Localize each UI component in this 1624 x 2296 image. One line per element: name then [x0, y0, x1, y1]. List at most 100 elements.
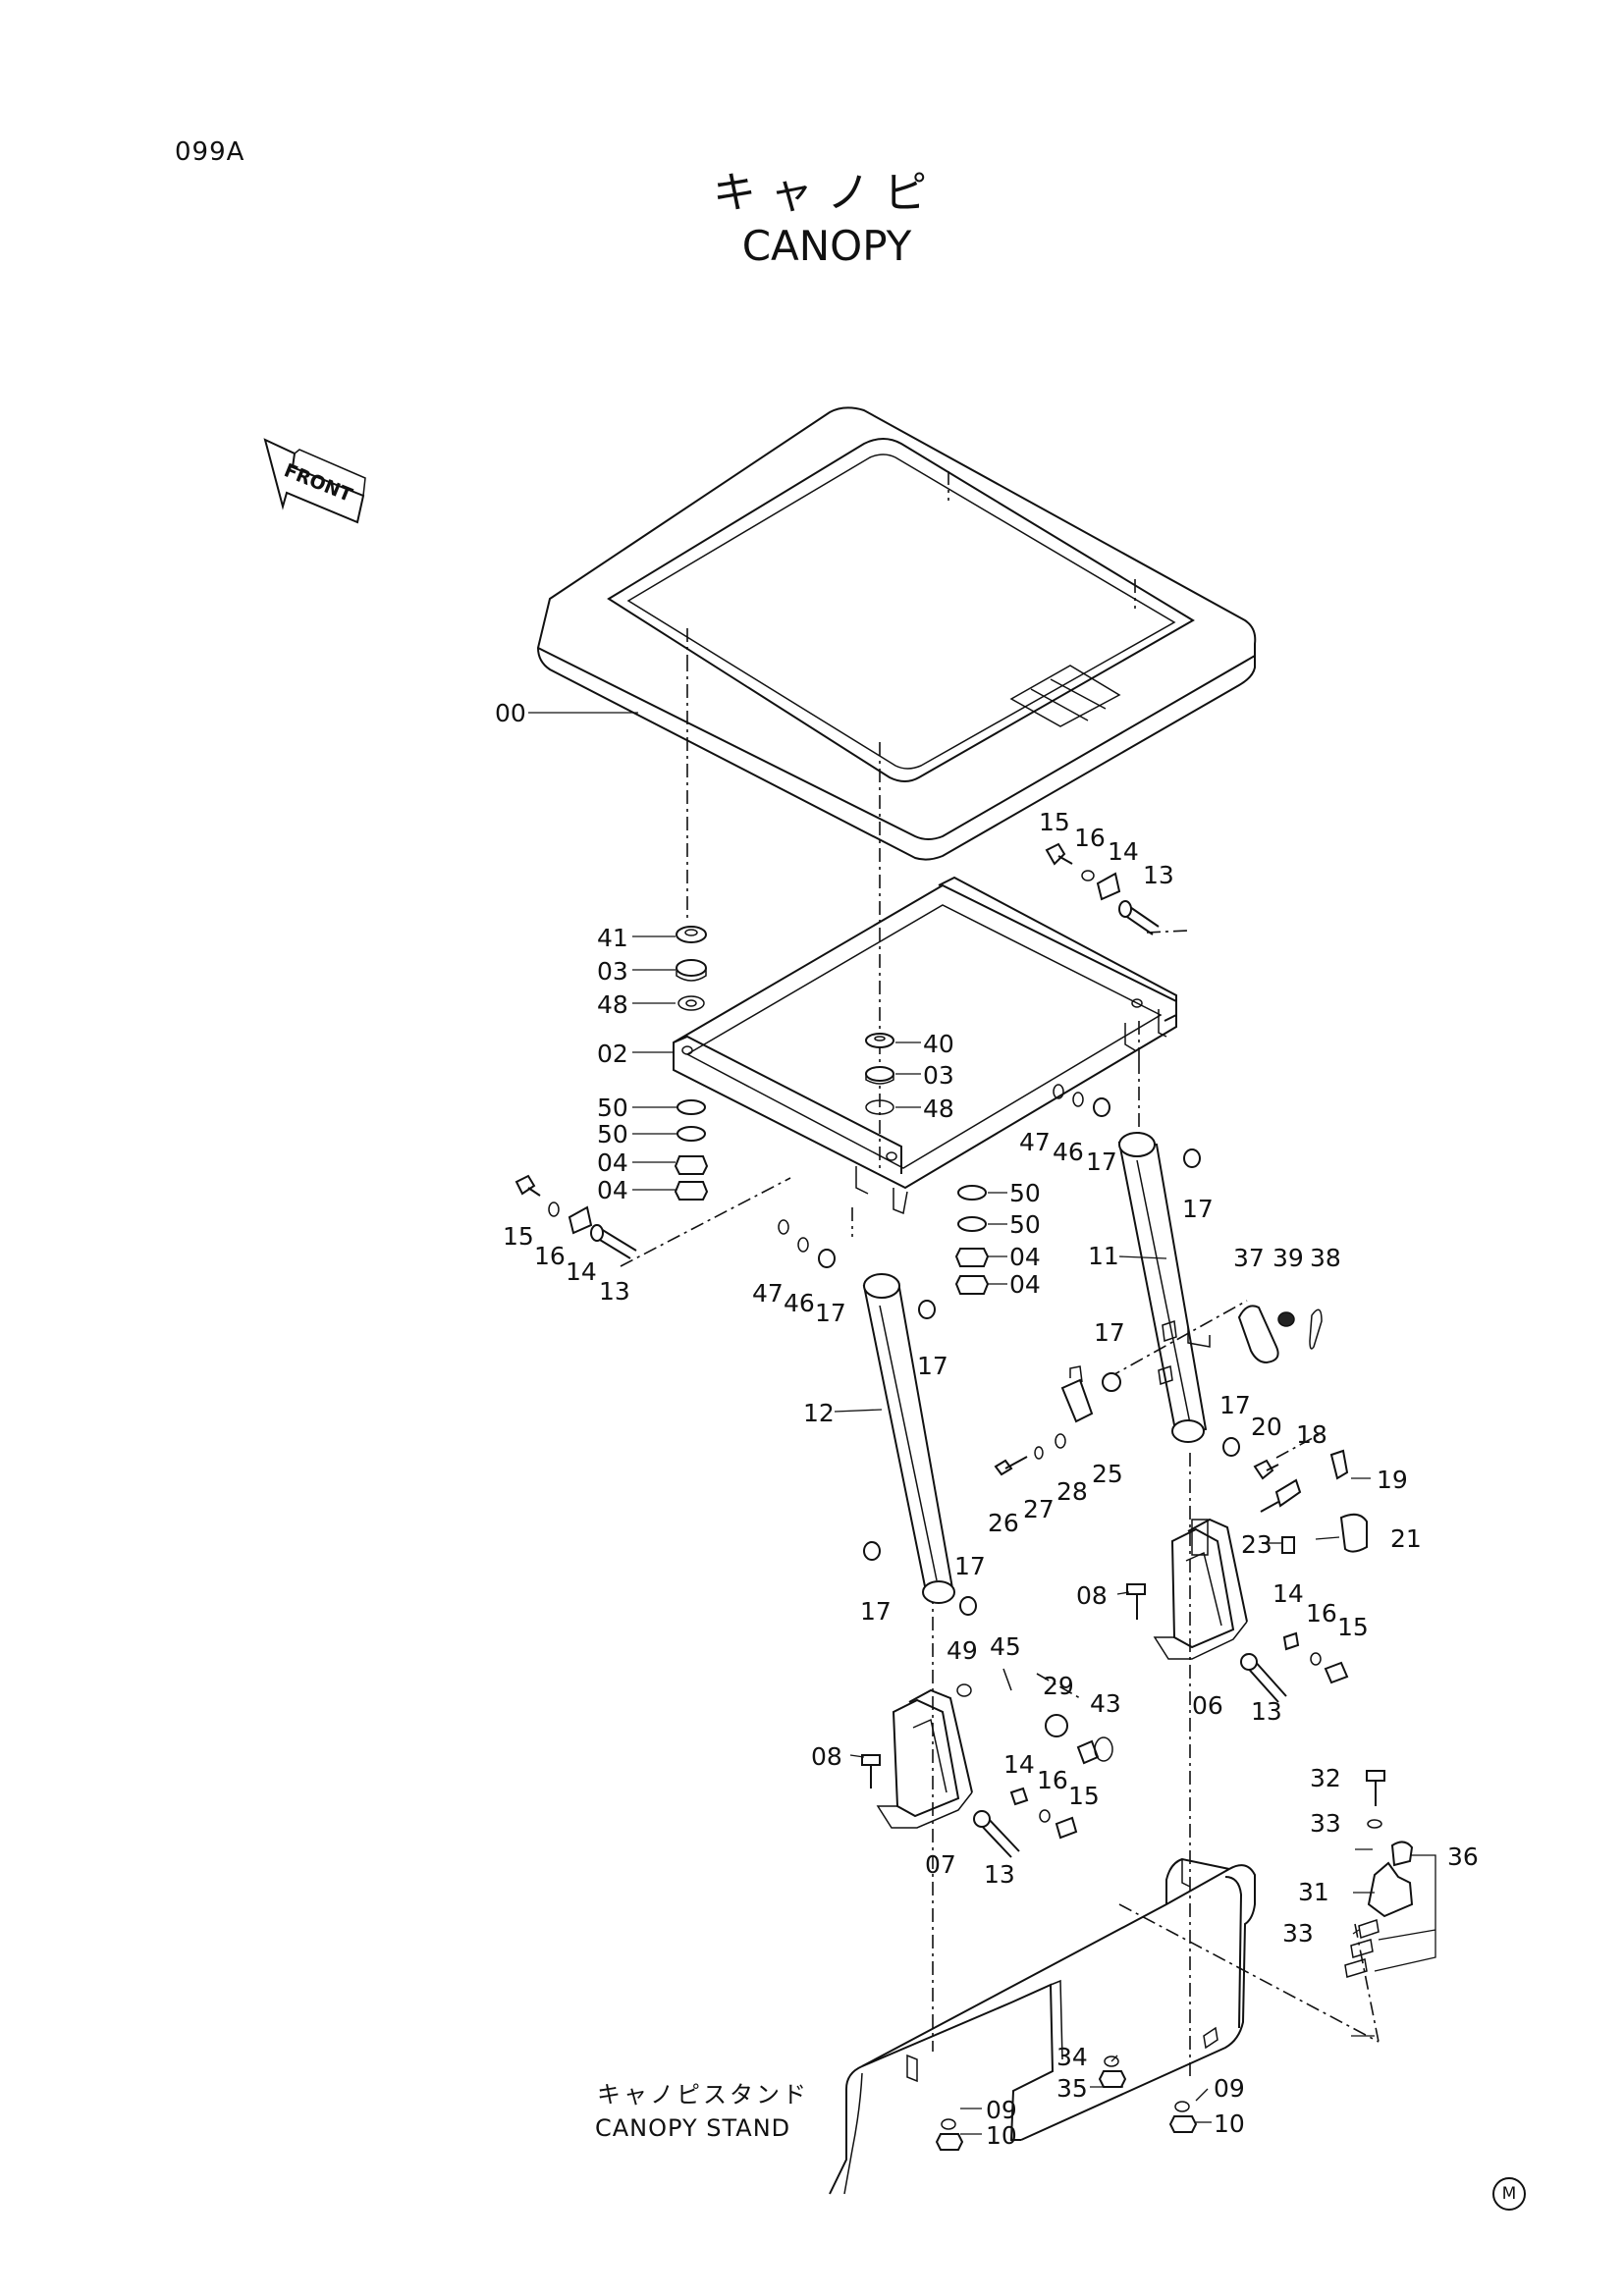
callout-37: 37 [1233, 1244, 1265, 1272]
callout-15-top: 15 [1039, 808, 1070, 836]
callout-17-lower-a: 17 [954, 1552, 986, 1580]
callout-29: 29 [1043, 1672, 1074, 1700]
title-block: キャノピ CANOPY [0, 157, 1624, 270]
callout-16-right: 16 [1306, 1599, 1337, 1628]
callout-11: 11 [1088, 1242, 1119, 1270]
callout-46-left: 46 [784, 1289, 815, 1317]
stand-label-japanese: キャノピスタンド [597, 2081, 809, 2109]
callout-16-lower: 16 [1037, 1766, 1068, 1794]
callout-25: 25 [1092, 1460, 1123, 1488]
callout-48-mid: 48 [923, 1095, 954, 1123]
callout-40: 40 [923, 1030, 954, 1058]
callout-02: 02 [597, 1040, 628, 1068]
hardware-stand-lock [1344, 1770, 1414, 1978]
hardware-pins [778, 1084, 1240, 1616]
callout-15-left: 15 [503, 1222, 534, 1251]
callout-16-top: 16 [1074, 824, 1106, 852]
hardware-bottom-nuts [935, 2056, 1198, 2151]
callout-36: 36 [1447, 1842, 1479, 1871]
front-arrow: FRONT [263, 438, 366, 524]
stand-label-english: CANOPY STAND [595, 2114, 790, 2142]
callout-38: 38 [1310, 1244, 1341, 1272]
callout-13-left: 13 [599, 1277, 630, 1306]
callout-45: 45 [990, 1632, 1021, 1661]
callout-21: 21 [1390, 1524, 1422, 1553]
mounts-left [674, 926, 709, 1201]
callout-33-top: 33 [1310, 1809, 1341, 1838]
bracket-07 [876, 1688, 973, 1829]
callout-39: 39 [1272, 1244, 1304, 1272]
callout-14-lower: 14 [1003, 1750, 1035, 1779]
callout-35: 35 [1056, 2074, 1088, 2103]
callout-09-right: 09 [1214, 2074, 1245, 2103]
callout-07: 07 [925, 1850, 956, 1879]
callout-15-right: 15 [1337, 1613, 1369, 1641]
callout-32: 32 [1310, 1764, 1341, 1792]
callout-41: 41 [597, 924, 628, 952]
callout-49: 49 [947, 1636, 978, 1665]
callout-31: 31 [1298, 1878, 1329, 1906]
callout-18: 18 [1296, 1420, 1327, 1449]
callout-13-right: 13 [1251, 1697, 1282, 1726]
callout-16-left: 16 [534, 1242, 566, 1270]
canopy-stand [829, 1857, 1256, 2195]
front-label: FRONT [281, 459, 355, 507]
callout-08-left: 08 [811, 1742, 842, 1771]
callout-10-left: 10 [986, 2121, 1017, 2150]
hardware-right-mid [1253, 1449, 1368, 1554]
callout-43: 43 [1090, 1689, 1121, 1718]
callout-47-left: 47 [752, 1279, 784, 1308]
callout-33-bottom: 33 [1282, 1919, 1314, 1948]
callout-numbers: 00 15 16 14 13 41 03 48 02 50 50 04 04 4… [495, 699, 1479, 2150]
callout-17-right-a: 17 [1086, 1148, 1117, 1176]
callout-50-left-a: 50 [597, 1094, 628, 1122]
callout-04-left-a: 04 [597, 1148, 628, 1177]
callout-27: 27 [1023, 1495, 1055, 1523]
canopy-stand-label: キャノピスタンド CANOPY STAND [595, 2081, 809, 2142]
callout-47-right: 47 [1019, 1128, 1051, 1156]
callout-04-mid-a: 04 [1009, 1243, 1041, 1271]
hardware-top-right [1045, 842, 1160, 935]
callout-17-link-b: 17 [1219, 1391, 1251, 1419]
callout-10-right: 10 [1214, 2109, 1245, 2138]
callout-15-lower: 15 [1068, 1782, 1100, 1810]
callout-50-mid-a: 50 [1009, 1179, 1041, 1207]
bracket-06 [1153, 1518, 1248, 1660]
page-code: 099A [175, 137, 245, 167]
callout-34: 34 [1056, 2043, 1088, 2071]
arm-left [862, 1273, 955, 1604]
callout-04-left-b: 04 [597, 1176, 628, 1204]
callout-17-lower-b: 17 [860, 1597, 892, 1626]
arm-right [1117, 1132, 1208, 1443]
title-english: CANOPY [741, 222, 912, 270]
callout-28: 28 [1056, 1477, 1088, 1506]
callout-00: 00 [495, 699, 526, 727]
callout-48-left: 48 [597, 990, 628, 1019]
callout-04-mid-b: 04 [1009, 1270, 1041, 1299]
callout-19: 19 [1377, 1466, 1408, 1494]
callout-50-left-b: 50 [597, 1120, 628, 1148]
callout-17-right-b: 17 [1182, 1195, 1214, 1223]
callout-08-right: 08 [1076, 1581, 1108, 1610]
callout-46-right: 46 [1053, 1138, 1084, 1166]
leader-lines [528, 712, 1436, 2135]
hardware-left [514, 1174, 637, 1259]
mounts-middle [865, 1033, 990, 1295]
callout-14-left: 14 [566, 1257, 597, 1286]
callout-12: 12 [803, 1399, 835, 1427]
hardware-lower [861, 1583, 1349, 1858]
canopy-roof [536, 406, 1257, 861]
callout-03-mid: 03 [923, 1061, 954, 1090]
callout-14-top: 14 [1108, 837, 1139, 866]
callout-26: 26 [988, 1509, 1019, 1537]
hardware-links [994, 1305, 1323, 1476]
callout-17-left-a: 17 [815, 1299, 846, 1327]
title-japanese: キャノピ [713, 168, 941, 218]
callout-13-top: 13 [1143, 861, 1174, 889]
callout-17-link-a: 17 [1094, 1318, 1125, 1347]
callout-06: 06 [1192, 1691, 1223, 1720]
callout-13-lower: 13 [984, 1860, 1015, 1889]
callout-17-left-b: 17 [917, 1352, 948, 1380]
canopy-frame [673, 876, 1177, 1215]
